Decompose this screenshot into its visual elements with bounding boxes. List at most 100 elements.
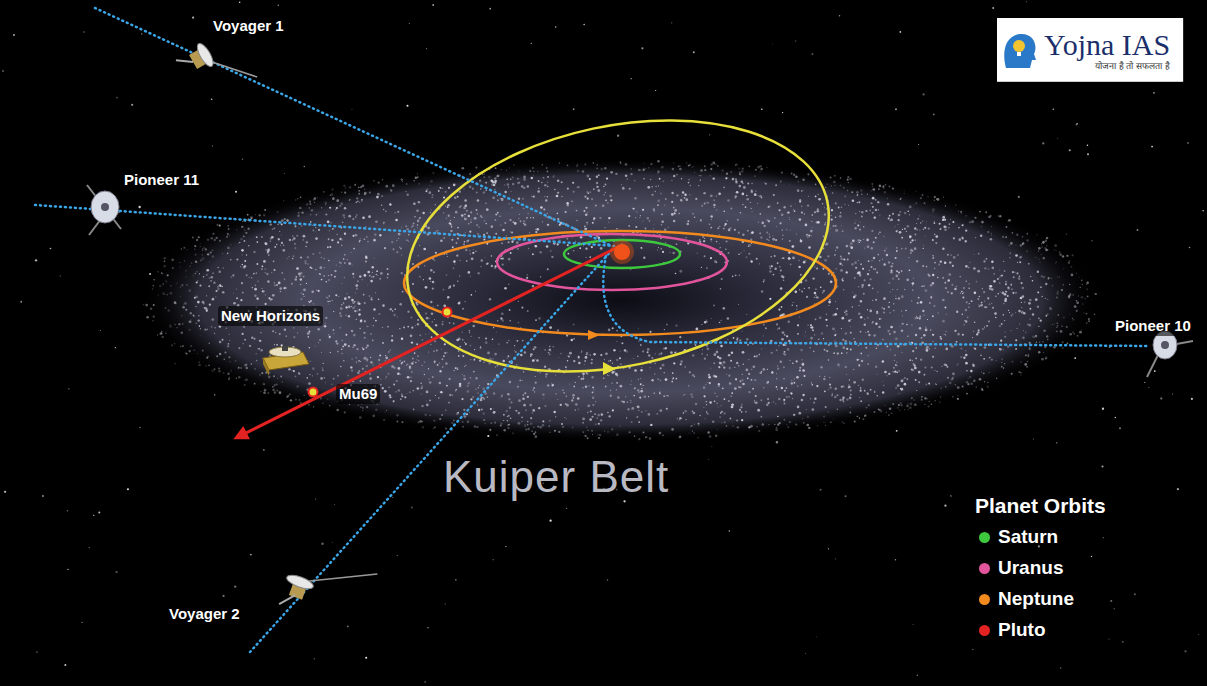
belt-particle xyxy=(709,401,712,404)
star xyxy=(505,546,506,547)
belt-particle xyxy=(229,235,231,237)
belt-particle xyxy=(664,329,665,330)
belt-particle xyxy=(532,359,535,362)
belt-particle xyxy=(573,338,575,340)
belt-particle xyxy=(873,334,876,337)
belt-particle xyxy=(180,346,181,347)
belt-particle xyxy=(509,167,511,169)
belt-particle xyxy=(272,228,274,230)
belt-particle xyxy=(692,431,693,432)
belt-particle xyxy=(367,285,368,286)
belt-particle xyxy=(751,211,752,212)
belt-particle xyxy=(672,377,674,379)
belt-particle xyxy=(200,335,201,336)
belt-particle xyxy=(502,263,504,265)
belt-particle xyxy=(724,224,726,226)
belt-particle xyxy=(856,191,859,194)
star xyxy=(321,543,323,545)
star xyxy=(1202,210,1204,212)
belt-particle xyxy=(872,300,873,301)
belt-particle xyxy=(663,395,665,397)
belt-particle xyxy=(807,416,810,419)
belt-particle xyxy=(649,220,651,222)
belt-particle xyxy=(359,416,362,419)
star xyxy=(426,48,427,49)
belt-particle xyxy=(1016,328,1017,329)
star xyxy=(1018,196,1020,198)
belt-particle xyxy=(417,173,418,174)
belt-particle xyxy=(356,348,358,350)
belt-particle xyxy=(1038,317,1040,319)
belt-particle xyxy=(638,421,640,423)
star xyxy=(432,4,434,6)
belt-particle xyxy=(191,262,192,263)
belt-particle xyxy=(793,174,795,176)
belt-particle xyxy=(676,194,678,196)
belt-particle xyxy=(769,236,770,237)
belt-particle xyxy=(359,202,360,203)
belt-particle xyxy=(698,185,699,186)
belt-particle xyxy=(577,170,580,173)
belt-particle xyxy=(544,184,547,187)
belt-particle xyxy=(526,277,528,279)
belt-particle xyxy=(580,236,582,238)
belt-particle xyxy=(746,256,748,258)
belt-particle xyxy=(331,239,333,241)
belt-particle xyxy=(714,392,716,394)
star xyxy=(795,41,796,42)
belt-particle xyxy=(972,337,973,338)
belt-particle xyxy=(343,258,345,260)
belt-particle xyxy=(469,412,470,413)
belt-particle xyxy=(871,230,873,232)
belt-particle xyxy=(335,340,337,342)
belt-particle xyxy=(616,330,618,332)
belt-particle xyxy=(308,207,310,209)
belt-particle xyxy=(522,340,524,342)
belt-particle xyxy=(610,199,612,201)
belt-particle xyxy=(596,164,598,166)
belt-particle xyxy=(742,193,745,196)
belt-particle xyxy=(344,297,347,300)
belt-particle xyxy=(858,345,860,347)
star xyxy=(284,173,285,174)
belt-particle xyxy=(906,324,907,325)
belt-particle xyxy=(608,222,609,223)
belt-particle xyxy=(1069,284,1070,285)
belt-particle xyxy=(380,272,383,275)
belt-particle xyxy=(709,224,711,226)
belt-particle xyxy=(631,380,632,381)
belt-particle xyxy=(359,275,361,277)
belt-particle xyxy=(469,330,471,332)
belt-particle xyxy=(981,372,982,373)
belt-particle xyxy=(737,426,739,428)
belt-particle xyxy=(694,217,696,219)
belt-particle xyxy=(852,306,853,307)
belt-particle xyxy=(920,222,921,223)
star xyxy=(1103,537,1104,538)
belt-particle xyxy=(755,191,756,192)
belt-particle xyxy=(452,394,454,396)
belt-particle xyxy=(909,236,911,238)
belt-particle xyxy=(355,292,356,293)
belt-particle xyxy=(193,275,194,276)
belt-particle xyxy=(215,296,216,297)
belt-particle xyxy=(506,235,507,236)
belt-particle xyxy=(229,340,230,341)
belt-particle xyxy=(469,173,471,175)
belt-particle xyxy=(470,253,471,254)
star xyxy=(263,449,264,450)
belt-particle xyxy=(775,184,777,186)
belt-particle xyxy=(565,366,567,368)
belt-particle xyxy=(581,351,582,352)
belt-particle xyxy=(279,333,281,335)
belt-particle xyxy=(795,176,797,178)
belt-particle xyxy=(792,305,793,306)
belt-particle xyxy=(636,211,637,212)
belt-particle xyxy=(908,403,909,404)
belt-particle xyxy=(891,269,893,271)
belt-particle xyxy=(875,366,877,368)
belt-particle xyxy=(228,228,230,230)
belt-particle xyxy=(864,319,865,320)
belt-particle xyxy=(477,387,479,389)
belt-particle xyxy=(704,255,706,257)
